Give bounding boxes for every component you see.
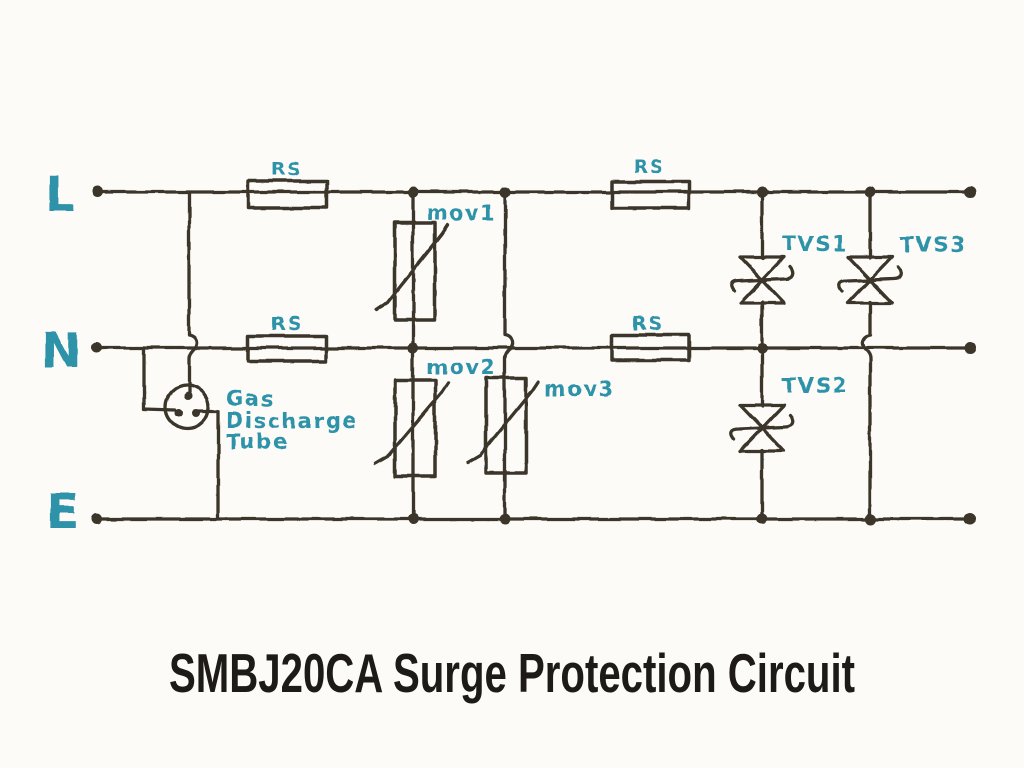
- rs-live-left-label: RS: [271, 158, 303, 180]
- earth-left-terminal: [91, 513, 103, 525]
- junction-dot: [407, 513, 419, 525]
- mov2-label: mov2: [426, 355, 497, 379]
- live-rail-label: L: [45, 167, 76, 223]
- rs-resistor-live-left: [246, 179, 329, 210]
- rs-live-right-label: RS: [633, 156, 665, 178]
- mov3-label: mov3: [544, 377, 615, 401]
- junction-dot: [756, 186, 768, 198]
- gdt-top-electrode: [184, 392, 192, 400]
- rs-neutral-left-label: RS: [271, 313, 303, 335]
- junction-dot: [756, 513, 768, 525]
- rs-resistor-neutral-left: [246, 334, 328, 363]
- mov3-varistor-symbol: [466, 376, 540, 475]
- mov2-varistor-symbol: [374, 378, 450, 478]
- rs-resistors: [246, 179, 691, 363]
- interconnect-wires: [142, 190, 872, 521]
- junction-dot: [865, 513, 877, 525]
- tvs1-label: TVS1: [782, 232, 848, 256]
- mov1-label: mov1: [426, 201, 497, 225]
- tvs2-label: TVS2: [782, 374, 848, 398]
- rs-resistor-neutral-right: [610, 333, 691, 362]
- tvs3-diode-symbol: [837, 255, 903, 305]
- tvs2-diode-symbol: [729, 403, 795, 453]
- tvs3-label: TVS3: [900, 233, 966, 257]
- tvs3-bottom-wire-with-hop: [860, 300, 872, 521]
- junction-dot: [756, 342, 768, 354]
- earth-rail-label: E: [46, 484, 79, 540]
- diagram-title: SMBJ20CA Surge Protection Circuit: [169, 642, 855, 704]
- gas-discharge-tube-symbol: [163, 383, 211, 431]
- neutral-to-gdt-wire: [142, 346, 177, 412]
- junction-dot: [499, 513, 511, 525]
- live-to-gdt-wire-with-hop: [187, 190, 199, 396]
- annotations: L N E RS RS RS RS mov1 mov2 mov3 TVS1 TV…: [41, 156, 966, 540]
- rs-neutral-right-label: RS: [632, 313, 664, 335]
- junction-dot: [407, 186, 419, 198]
- gdt-to-earth-wire: [196, 409, 220, 521]
- junction-dot: [864, 186, 876, 198]
- mov3-branch-wire-with-hop: [503, 190, 515, 521]
- gdt-left-electrode: [175, 409, 183, 417]
- junction-dot: [499, 186, 511, 198]
- live-left-terminal: [91, 186, 103, 198]
- tvs-diodes: [729, 255, 903, 453]
- neutral-right-terminal: [964, 342, 976, 354]
- mov-varistors: [374, 221, 540, 478]
- power-rails: [95, 190, 972, 521]
- earth-right-terminal: [964, 513, 976, 525]
- junction-dots: [91, 186, 976, 525]
- neutral-left-terminal: [91, 342, 103, 354]
- gdt-label-line-2: Discharge: [226, 409, 358, 433]
- live-right-terminal: [964, 186, 976, 198]
- gdt-label-line-3: Tube: [226, 430, 288, 454]
- junction-dot: [407, 342, 419, 354]
- mov1-varistor-symbol: [374, 221, 450, 322]
- rs-resistor-live-right: [610, 180, 691, 210]
- gdt-right-electrode: [192, 409, 200, 417]
- gdt-label-line-1: Gas: [226, 387, 274, 411]
- neutral-rail-label: N: [41, 323, 81, 379]
- tvs1-diode-symbol: [729, 255, 795, 305]
